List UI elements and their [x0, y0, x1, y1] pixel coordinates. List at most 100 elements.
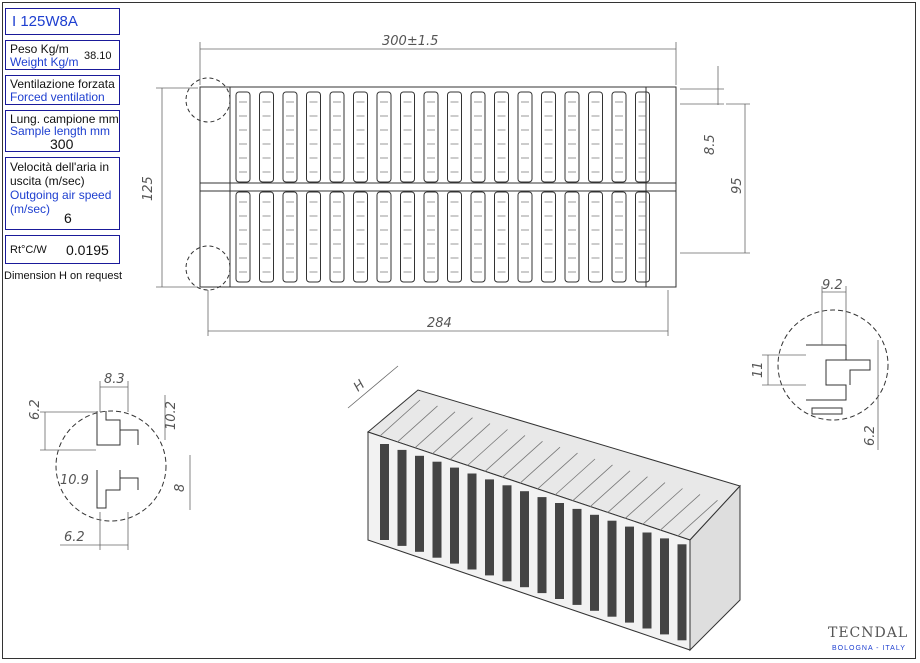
- length-value: 300: [50, 136, 74, 152]
- dim-iso-h: H: [351, 377, 368, 395]
- fin: [235, 91, 251, 183]
- iso-fin-top: [572, 464, 613, 502]
- dim-detail-left-upper: 6.2: [28, 399, 43, 420]
- iso-fin-top: [502, 441, 543, 478]
- dim-detail-right-top: 9.2: [822, 278, 843, 293]
- fin: [588, 91, 603, 183]
- iso-fin: [485, 479, 494, 576]
- iso-fin-top: [589, 470, 631, 508]
- isometric-fins: [379, 399, 718, 641]
- iso-fin-top: [467, 429, 508, 466]
- fin: [541, 191, 556, 283]
- iso-fin: [590, 514, 599, 611]
- dim-right-small: 8.5: [703, 134, 718, 155]
- detail-circle-top: [185, 77, 231, 123]
- tecnodal-logo: TECNDAL BOLOGNA - ITALY: [828, 625, 912, 659]
- weight-label-en: Weight Kg/m: [10, 55, 79, 69]
- detail-circle-bottom: [185, 245, 231, 291]
- iso-fin: [677, 544, 687, 641]
- dim-detail-left-bottom: 6.2: [64, 530, 85, 545]
- iso-fin-top: [519, 446, 561, 484]
- iso-fin: [432, 461, 442, 558]
- fin: [423, 91, 439, 183]
- fin: [400, 191, 415, 283]
- fin: [541, 91, 556, 183]
- fin: [494, 91, 509, 183]
- profile-fins: [235, 91, 650, 283]
- air-label-it-1: Velocità dell'aria in: [10, 160, 110, 174]
- rt-box: Rt°C/W 0.0195: [5, 235, 120, 264]
- fin: [235, 191, 251, 283]
- iso-fin-top: [484, 435, 526, 472]
- air-label-en-1: Outgoing air speed: [10, 188, 112, 202]
- fin: [376, 191, 392, 283]
- air-label-en-2: (m/sec): [10, 202, 50, 216]
- detail-left: [55, 410, 167, 522]
- vent-label-en: Forced ventilation: [10, 90, 105, 104]
- iso-fin: [467, 473, 477, 570]
- iso-fin-top: [449, 423, 491, 460]
- dim-detail-left-small: 8: [173, 484, 188, 492]
- product-code: I 125W8A: [12, 13, 78, 30]
- sample-length-box: Lung. campione mm Sample length mm 300: [5, 110, 120, 152]
- fin: [259, 91, 274, 183]
- fin: [329, 191, 345, 283]
- fin: [353, 91, 368, 183]
- fin: [306, 91, 321, 183]
- dim-detail-left-mid: 10.9: [60, 473, 89, 488]
- fin: [423, 191, 439, 283]
- air-label-it-2: uscita (m/sec): [10, 174, 85, 188]
- isometric-view: [347, 365, 741, 652]
- iso-fin-top: [659, 494, 701, 531]
- fin: [353, 191, 368, 283]
- fin: [470, 91, 486, 183]
- dim-width-top: 300±1.5: [382, 34, 438, 49]
- iso-fin-top: [414, 411, 456, 449]
- iso-fin: [380, 444, 389, 540]
- fin: [517, 191, 533, 283]
- dimension-note: Dimension H on request: [4, 270, 123, 282]
- fin: [635, 91, 650, 183]
- detail-right: [777, 309, 889, 421]
- fin: [611, 91, 627, 183]
- iso-fin: [625, 526, 634, 623]
- iso-fin: [607, 520, 617, 617]
- ventilation-box: Ventilazione forzata Forced ventilation: [5, 75, 120, 105]
- vent-label-it: Ventilazione forzata: [10, 77, 115, 91]
- weight-value: 38.10: [84, 50, 112, 62]
- iso-fin-top: [607, 476, 648, 513]
- iso-fin: [555, 503, 564, 599]
- dim-detail-right-bottom: 6.2: [863, 425, 878, 446]
- profile-left-rail: [199, 86, 231, 288]
- fin: [494, 191, 509, 283]
- product-code-box: I 125W8A: [5, 8, 120, 35]
- fin: [306, 191, 321, 283]
- rt-value: 0.0195: [66, 242, 109, 258]
- fin: [282, 191, 298, 283]
- iso-fin: [537, 497, 547, 594]
- iso-fin: [502, 485, 512, 582]
- iso-fin: [660, 538, 669, 635]
- profile-right-rail: [645, 86, 677, 288]
- rt-label: Rt°C/W: [10, 244, 47, 256]
- fin: [447, 191, 462, 283]
- length-label-it: Lung. campione mm: [10, 112, 119, 126]
- iso-fin: [397, 449, 407, 546]
- fin: [470, 191, 486, 283]
- iso-fin-top: [624, 482, 666, 519]
- fin: [329, 91, 345, 183]
- iso-fin: [642, 532, 652, 629]
- weight-box: Peso Kg/m Weight Kg/m 38.10: [5, 40, 120, 70]
- fin: [564, 191, 580, 283]
- dim-detail-right-left: 11: [751, 361, 766, 378]
- logo-sub: BOLOGNA - ITALY: [832, 645, 906, 652]
- air-value: 6: [64, 210, 72, 226]
- iso-fin-top: [379, 399, 421, 437]
- iso-fin-top: [677, 500, 718, 537]
- weight-label-it: Peso Kg/m: [10, 42, 69, 56]
- iso-fin: [450, 467, 459, 564]
- dim-height-left: 125: [141, 176, 156, 201]
- fin: [447, 91, 462, 183]
- fin: [259, 191, 274, 283]
